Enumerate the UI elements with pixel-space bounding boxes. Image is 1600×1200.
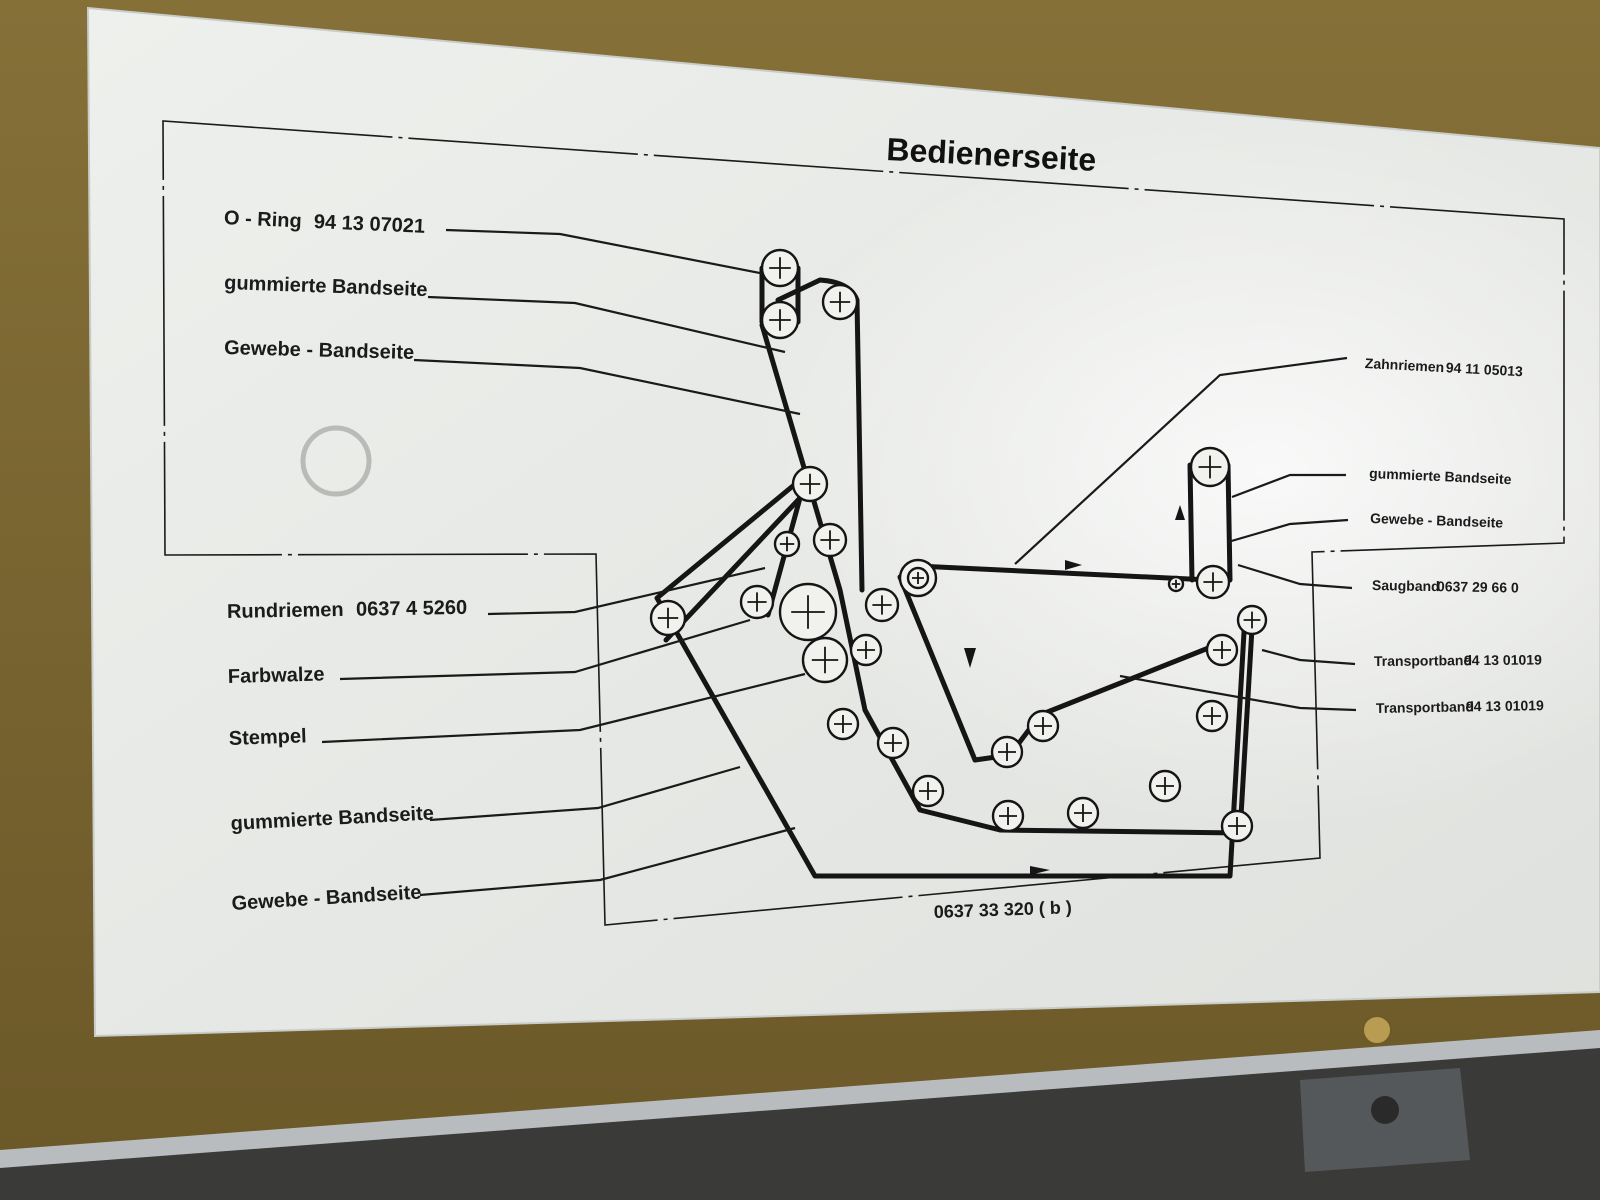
- label-gewebe-1: Gewebe - Bandseite: [224, 337, 415, 364]
- roller-icon: [1220, 809, 1254, 843]
- roller-icon: [778, 582, 838, 642]
- svg-text:O - Ring: O - Ring: [224, 207, 303, 232]
- roller-icon: [760, 248, 800, 288]
- roller-icon: [990, 735, 1024, 769]
- belt-o-ring: [759, 265, 801, 325]
- svg-text:0637 29 66 0: 0637 29 66 0: [1437, 578, 1519, 595]
- hinge-rail: [0, 1030, 1600, 1200]
- arrow-up: [1175, 505, 1185, 520]
- arrow-down: [964, 648, 976, 668]
- leader-lines: [321, 228, 1357, 897]
- roller-icon: [1026, 709, 1060, 743]
- belt-saugband-top: [914, 563, 1213, 583]
- label-gewebe-r: Gewebe - Bandseite: [1370, 510, 1504, 531]
- roller-icon: [826, 707, 860, 741]
- belt-left-lower: [654, 473, 1248, 879]
- label-o-ring: O - Ring 94 13 07021: [224, 207, 426, 238]
- arrow-right-bottom: [1030, 866, 1050, 875]
- roller-icon: [649, 599, 687, 637]
- roller-icon: [911, 774, 945, 808]
- roller-icon: [1189, 446, 1231, 488]
- drawing-number: 0637 33 320 ( b ): [933, 897, 1072, 922]
- belt-zahnriemen-right: [1187, 462, 1233, 583]
- svg-text:Transportband: Transportband: [1376, 698, 1474, 716]
- frame-outline: [162, 120, 1565, 926]
- label-rundriemen: Rundriemen 0637 4 5260: [227, 597, 468, 623]
- svg-text:94 13 01019: 94 13 01019: [1466, 697, 1544, 714]
- roller-icon: [876, 726, 910, 760]
- svg-text:Rundriemen: Rundriemen: [227, 599, 344, 623]
- roller-icon: [849, 633, 883, 667]
- label-gummierte-r: gummierte Bandseite: [1369, 465, 1512, 487]
- belt-main-upper: [759, 322, 1255, 836]
- label-saugband: Saugband 0637 29 66 0: [1372, 577, 1519, 596]
- svg-text:94 13 01019: 94 13 01019: [1464, 652, 1542, 669]
- roller-icon: [991, 799, 1025, 833]
- svg-text:Saugband: Saugband: [1372, 577, 1440, 594]
- roller-icon: [1066, 796, 1100, 830]
- screw-head: [1362, 1015, 1392, 1045]
- roller-icon: [1195, 564, 1231, 600]
- svg-text:0637 4 5260: 0637 4 5260: [356, 597, 468, 621]
- labels-right: Zahnriemen 94 11 05013 gummierte Bandsei…: [1365, 355, 1545, 716]
- label-farbwalze: Farbwalze: [228, 663, 325, 688]
- roller-icon: [773, 530, 801, 558]
- roller-icon: [739, 584, 775, 620]
- roller-icon: [791, 465, 829, 503]
- roller-icon: [1205, 633, 1239, 667]
- roller-icon: [1195, 699, 1229, 733]
- label-zahnriemen: Zahnriemen 94 11 05013: [1365, 355, 1524, 379]
- roller-icon: [906, 566, 930, 590]
- roller-icon: [1167, 575, 1185, 593]
- arrow-right-top: [1065, 560, 1082, 570]
- roller-icon: [812, 522, 848, 558]
- direction-arrows: [964, 505, 1185, 875]
- rollers: [649, 248, 1268, 843]
- roller-icon: [821, 283, 859, 321]
- svg-text:94 11 05013: 94 11 05013: [1445, 359, 1523, 379]
- rivet-hole: [300, 425, 372, 497]
- label-transport-1: Transportband 94 13 01019: [1374, 652, 1542, 669]
- label-transport-2: Transportband 94 13 01019: [1376, 697, 1544, 716]
- svg-text:Transportband: Transportband: [1374, 652, 1472, 669]
- svg-text:94 13 07021: 94 13 07021: [313, 211, 425, 238]
- roller-icon: [760, 300, 800, 340]
- roller-icon: [1148, 769, 1182, 803]
- roller-icon: [801, 636, 849, 684]
- svg-text:Zahnriemen: Zahnriemen: [1365, 355, 1445, 375]
- label-stempel: Stempel: [228, 725, 307, 750]
- roller-icon: [864, 587, 900, 623]
- roller-icon: [1236, 604, 1268, 636]
